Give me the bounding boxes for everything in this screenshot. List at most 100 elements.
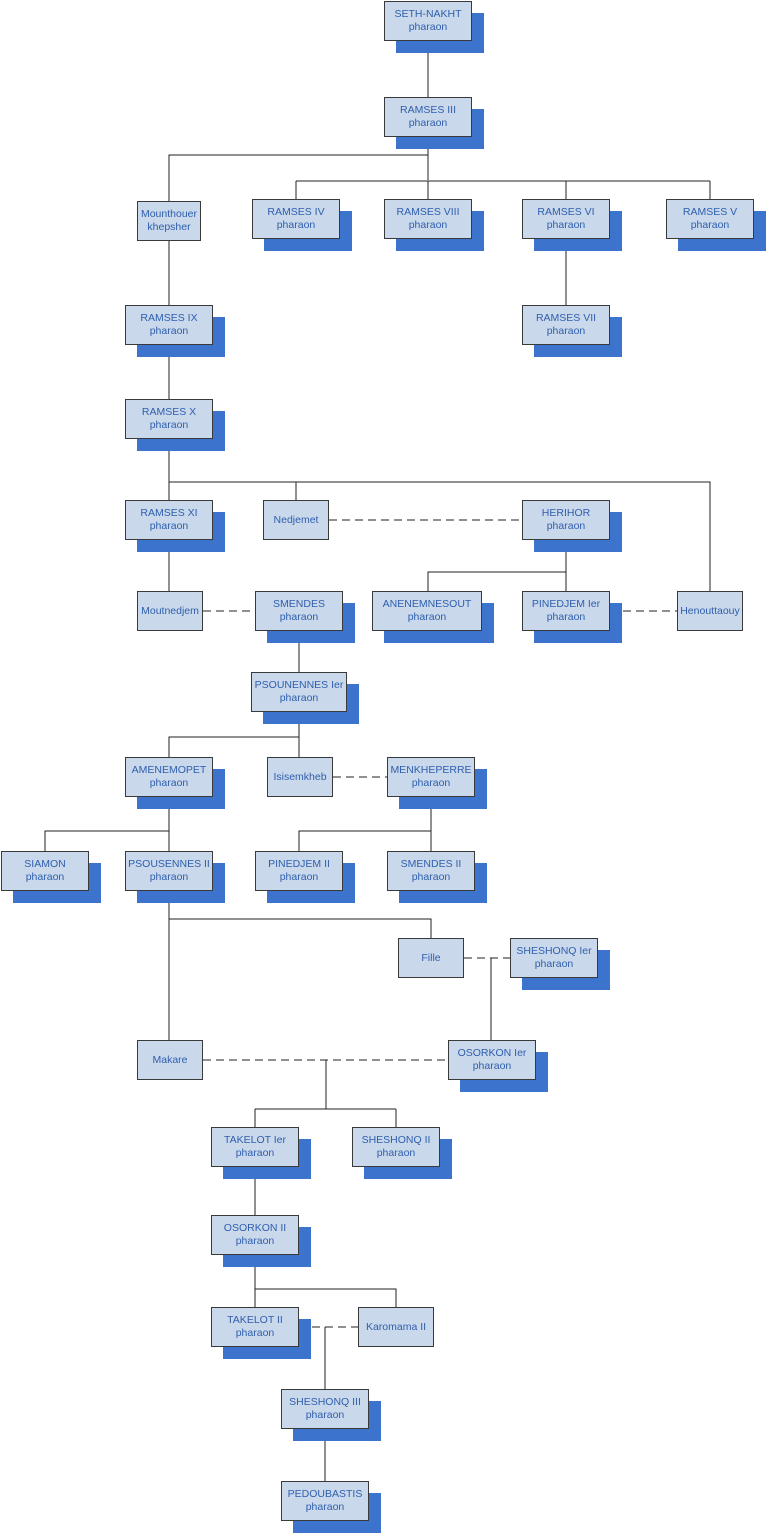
node-title: pharaon (546, 325, 586, 337)
node-title: pharaon (472, 1060, 512, 1072)
node-name: AMENEMOPET (131, 764, 207, 776)
node-name: PSOUSENNES II (128, 858, 210, 870)
node-title: pharaon (690, 219, 730, 231)
node-title: pharaon (408, 219, 448, 231)
node-title: pharaon (376, 1147, 416, 1159)
node-title: pharaon (149, 520, 189, 532)
node-name: RAMSES V (682, 206, 738, 218)
person-node-makare: Makare (137, 1040, 203, 1080)
node-title: pharaon (276, 219, 316, 231)
parent-child-line-33 (255, 1288, 397, 1307)
node-name: SETH-NAKHT (394, 8, 462, 20)
node-name: RAMSES VII (535, 312, 597, 324)
node-name: MENKHEPERRE (390, 764, 472, 776)
node-name: OSORKON Ier (457, 1047, 527, 1059)
node-box: Karomama II (358, 1307, 434, 1347)
node-name: OSORKON II (223, 1222, 287, 1234)
node-name: Karomama II (365, 1320, 427, 1333)
node-title: pharaon (149, 325, 189, 337)
node-name: RAMSES VI (537, 206, 595, 218)
node-name: Mounthouer (140, 208, 198, 220)
node-title: pharaon (235, 1235, 275, 1247)
parent-child-line-21 (44, 830, 169, 851)
node-title: pharaon (407, 611, 447, 623)
node-title: pharaon (546, 520, 586, 532)
node-name: SHESHONQ III (289, 1396, 361, 1408)
person-node-henouttaouy: Henouttaouy (677, 591, 743, 631)
node-title: pharaon (305, 1501, 345, 1513)
node-box: Fille (398, 938, 464, 978)
node-name: Henouttaouy (680, 604, 740, 617)
person-node-moutnedjem: Moutnedjem (137, 591, 203, 631)
parent-child-line-12 (169, 481, 711, 591)
node-title: pharaon (149, 777, 189, 789)
node-name: PSOUNENNES Ier (254, 679, 344, 691)
person-node-isisemkheb: Isisemkheb (267, 757, 333, 797)
node-name: SHESHONQ II (361, 1134, 431, 1146)
node-box: Isisemkheb (267, 757, 333, 797)
node-box: Henouttaouy (677, 591, 743, 631)
node-title: pharaon (305, 1409, 345, 1421)
node-title: pharaon (279, 692, 319, 704)
node-name: PEDOUBASTIS (287, 1488, 363, 1500)
node-name: PINEDJEM Ier (531, 598, 601, 610)
node-title: pharaon (534, 958, 574, 970)
node-title: pharaon (235, 1327, 275, 1339)
parent-child-line-16 (427, 571, 566, 591)
node-name: RAMSES IV (267, 206, 325, 218)
node-name: RAMSES X (141, 406, 197, 418)
node-name: ANENEMNESOUT (382, 598, 472, 610)
person-node-nedjemet: Nedjemet (263, 500, 329, 540)
node-title: pharaon (279, 871, 319, 883)
node-name: Makare (152, 1053, 188, 1066)
node-title: pharaon (408, 21, 448, 33)
node-name: PINEDJEM II (268, 858, 330, 870)
parent-child-line-22 (298, 797, 432, 851)
node-title: pharaon (235, 1147, 275, 1159)
node-title: pharaon (546, 611, 586, 623)
node-name: TAKELOT II (227, 1314, 283, 1326)
node-name: TAKELOT Ier (223, 1134, 287, 1146)
